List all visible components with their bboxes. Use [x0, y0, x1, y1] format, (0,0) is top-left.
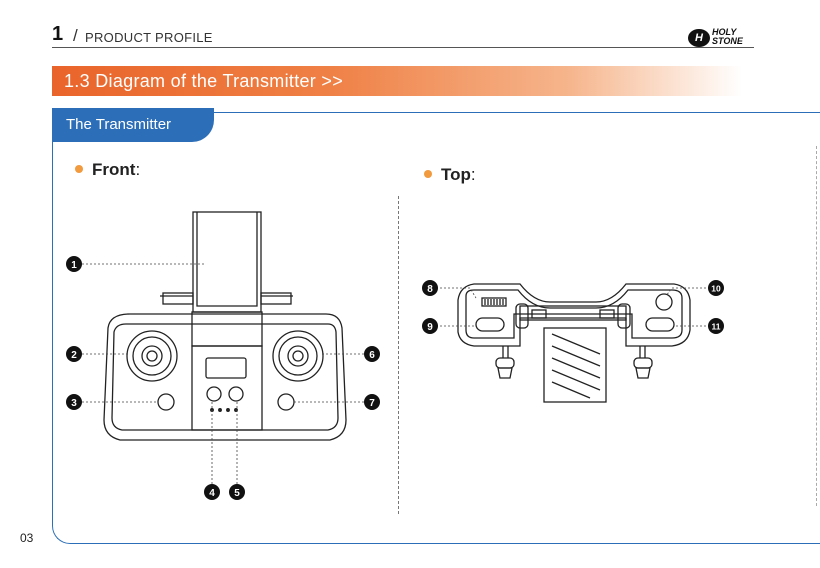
phone-holder	[193, 212, 261, 312]
right-shoulder-button	[646, 318, 674, 331]
svg-text:4: 4	[209, 488, 215, 499]
right-stick-top	[634, 358, 652, 368]
top-view-drawing	[458, 284, 690, 402]
front-view-drawing	[104, 212, 346, 440]
svg-text:5: 5	[234, 488, 240, 499]
left-joystick	[127, 331, 177, 381]
callout-3: 3	[66, 394, 82, 410]
holder-clip-right	[261, 293, 291, 304]
svg-text:7: 7	[369, 398, 375, 409]
top-round-button	[656, 294, 672, 310]
center-button-right	[229, 387, 243, 401]
page-number: 03	[20, 531, 33, 545]
front-leader-lines	[82, 264, 366, 484]
callout-8: 8	[422, 280, 438, 296]
svg-text:10: 10	[711, 284, 721, 294]
right-joystick	[273, 331, 323, 381]
svg-text:8: 8	[427, 284, 433, 295]
callout-10: 10	[708, 280, 724, 296]
svg-text:1: 1	[71, 260, 77, 271]
svg-text:9: 9	[427, 322, 433, 333]
callout-1: 1	[66, 256, 82, 272]
transmitter-body-front	[104, 314, 346, 440]
svg-text:11: 11	[712, 322, 721, 332]
svg-text:2: 2	[71, 350, 77, 361]
lcd-screen	[206, 358, 246, 378]
center-neck	[192, 312, 262, 346]
left-stick-top	[496, 358, 514, 368]
callout-2: 2	[66, 346, 82, 362]
callout-9: 9	[422, 318, 438, 334]
holder-clip-left	[163, 293, 193, 304]
callout-5: 5	[229, 484, 245, 500]
callout-6: 6	[364, 346, 380, 362]
center-button-left	[207, 387, 221, 401]
svg-text:6: 6	[369, 350, 375, 361]
callout-11: 11	[708, 318, 724, 334]
transmitter-body-top	[458, 284, 690, 346]
callout-7: 7	[364, 394, 380, 410]
right-function-button	[278, 394, 294, 410]
left-function-button	[158, 394, 174, 410]
svg-text:3: 3	[71, 398, 77, 409]
left-shoulder-button	[476, 318, 504, 331]
callout-4: 4	[204, 484, 220, 500]
